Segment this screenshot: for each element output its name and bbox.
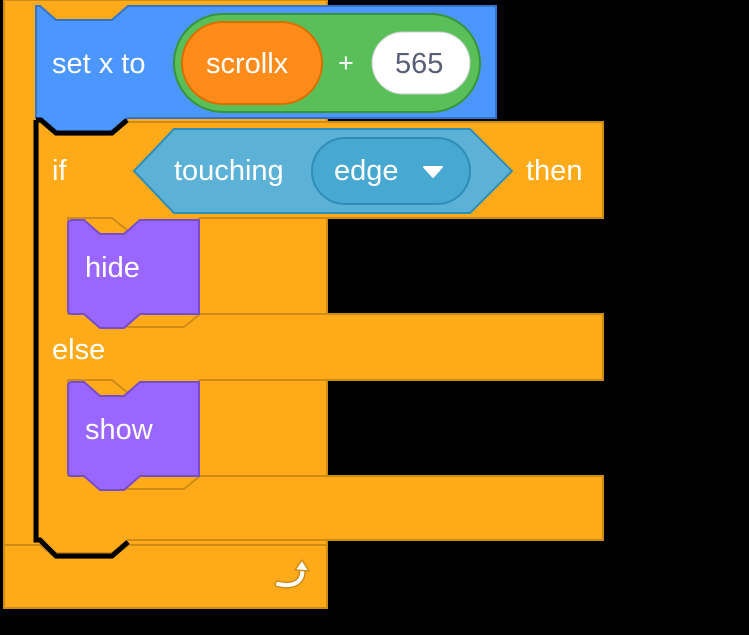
scrollx-variable-label: scrollx bbox=[206, 48, 289, 80]
number-input[interactable] bbox=[371, 31, 471, 95]
dropdown-arrow-icon bbox=[423, 166, 443, 178]
number-input-value[interactable]: 565 bbox=[395, 48, 444, 80]
hide-block[interactable] bbox=[67, 219, 200, 329]
if-else-highlight-outline bbox=[33, 117, 130, 559]
scrollx-variable-reporter[interactable] bbox=[181, 21, 323, 105]
loop-arrow-icon bbox=[274, 559, 310, 589]
show-label: show bbox=[85, 414, 153, 446]
touching-menu-value[interactable]: edge bbox=[334, 155, 399, 187]
touching-menu-dropdown[interactable] bbox=[311, 137, 471, 205]
touching-label: touching bbox=[174, 155, 284, 187]
plus-operator-label: + bbox=[338, 48, 354, 78]
if-label: if bbox=[52, 155, 67, 187]
then-label: then bbox=[526, 155, 583, 187]
show-block[interactable] bbox=[67, 381, 200, 491]
hide-label: hide bbox=[85, 252, 140, 284]
set-x-to-label: set x to bbox=[52, 48, 146, 80]
else-label: else bbox=[52, 334, 106, 366]
